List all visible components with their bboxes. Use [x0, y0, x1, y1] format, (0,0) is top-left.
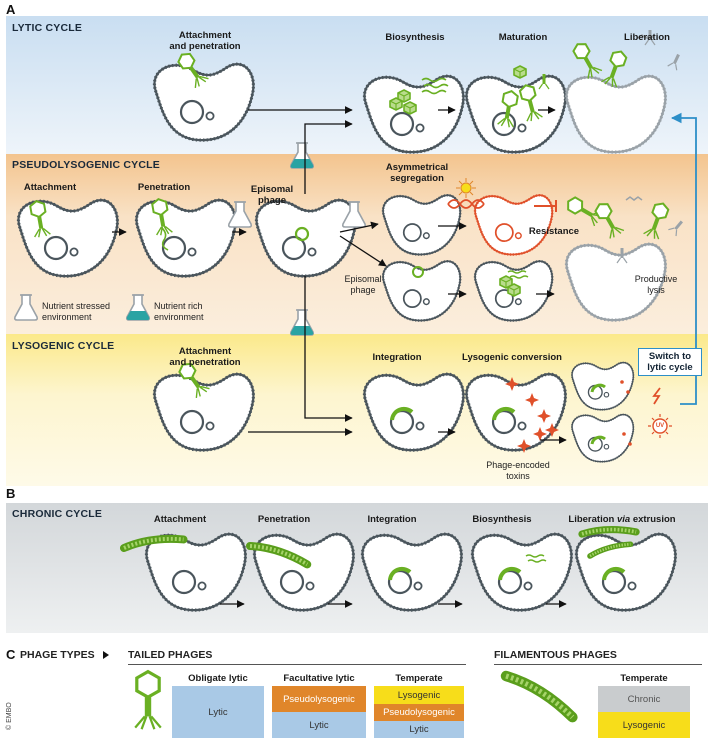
pseudolysogenic-cycle-title: PSEUDOLYSOGENIC CYCLE — [12, 159, 160, 171]
flask-full-mid — [289, 309, 315, 336]
phage-types-title: PHAGE TYPES — [20, 649, 95, 661]
lytic-liberation-cell — [564, 74, 668, 154]
tailed-phage-icon — [133, 669, 163, 731]
pseudo-resistance-label: Resistance — [528, 226, 580, 237]
temperate-heading: Temperate — [395, 673, 443, 684]
chronic-attachment-cell — [144, 532, 248, 612]
chronic-biosynthesis-label: Biosynthesis — [472, 514, 532, 525]
facultative-lytic-heading: Facultative lytic — [283, 673, 355, 684]
lyso-attachment-cell — [152, 372, 256, 452]
section-letter-a: A — [6, 2, 16, 17]
copyright-note: © EMBO — [6, 702, 13, 730]
tailed-phages-title: TAILED PHAGES — [128, 649, 213, 661]
chronic-biosynthesis-cell — [470, 532, 574, 612]
lytic-attachment-cell — [152, 62, 256, 142]
section-letter-c: C — [6, 647, 16, 662]
uv-label: UV — [655, 423, 665, 429]
lyso-conversion-cell — [464, 372, 568, 452]
temperate-filamentous-heading: Temperate — [620, 673, 668, 684]
lyso-integration-label: Integration — [372, 352, 422, 363]
chronic-attachment-label: Attachment — [153, 514, 207, 525]
chronic-liberation-label: Liberation via extrusion — [568, 514, 676, 525]
toxins — [505, 377, 559, 453]
filamentous-lyso-box: Lysogenic — [598, 712, 690, 738]
lysogenic-cycle-title: LYSOGENIC CYCLE — [12, 340, 115, 352]
filamentous-phage-icon — [504, 674, 577, 718]
pseudo-resistant-cell — [473, 193, 554, 256]
temperate-lytic-box: Lytic — [374, 721, 464, 738]
lytic-liberation-label: Liberation — [624, 32, 670, 43]
filamentous-chronic-box: Chronic — [598, 686, 690, 712]
filamentous-phages-title: FILAMENTOUS PHAGES — [494, 649, 617, 661]
flask-full-top — [289, 142, 315, 169]
obligate-lytic-heading: Obligate lytic — [188, 673, 248, 684]
pseudo-penetration-label: Penetration — [137, 182, 191, 193]
lyso-integration-cell — [362, 372, 466, 452]
lytic-biosynthesis-label: Biosynthesis — [385, 32, 445, 43]
filamentous-rule — [494, 664, 702, 665]
chronic-penetration-label: Penetration — [257, 514, 311, 525]
temperate-pseudo-box: Pseudolysogenic — [374, 704, 464, 721]
lytic-biosynthesis-cell — [362, 74, 466, 154]
pseudo-attachment-label: Attachment — [23, 182, 77, 193]
chronic-integration-label: Integration — [367, 514, 417, 525]
facultative-pseudo-box: Pseudolysogenic — [272, 686, 366, 712]
temperate-lyso-box: Lysogenic — [374, 686, 464, 704]
legend-flask-empty — [13, 294, 39, 321]
pseudo-penetration-cell — [134, 198, 238, 278]
chronic-integration-cell — [360, 532, 464, 612]
obligate-lytic-box: Lytic — [172, 686, 264, 738]
lyso-conversion-label: Lysogenic conversion — [462, 352, 562, 363]
types-arrow-icon — [103, 651, 109, 659]
tailed-rule — [128, 664, 466, 665]
chronic-cycle-title: CHRONIC CYCLE — [12, 508, 103, 520]
lytic-maturation-cell — [464, 74, 568, 154]
lytic-cycle-title: LYTIC CYCLE — [12, 22, 83, 34]
section-letter-b: B — [6, 486, 16, 501]
facultative-lytic-box: Lytic — [272, 712, 366, 738]
lytic-maturation-label: Maturation — [498, 32, 548, 43]
